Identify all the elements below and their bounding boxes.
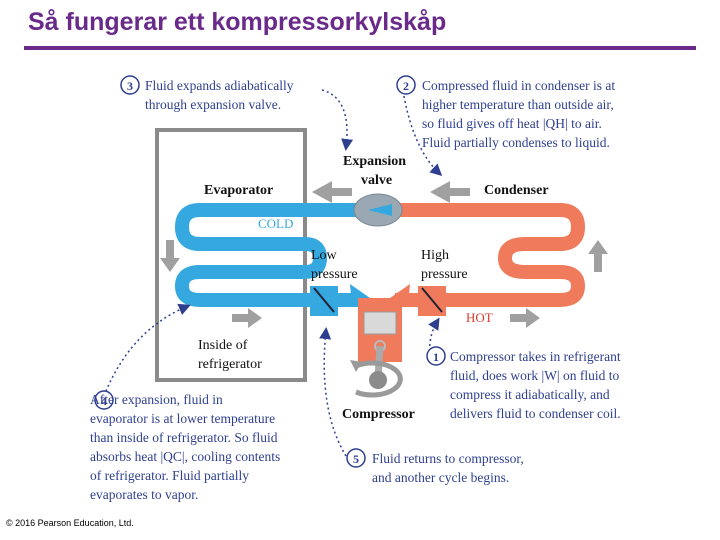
compressor-exhaust-manifold	[390, 284, 410, 306]
step-2-text-line1: Compressed fluid in condenser is at	[422, 78, 615, 93]
compressor-crankshaft	[369, 371, 387, 389]
step-2-badge: 2	[396, 75, 416, 95]
leader-step-5	[319, 327, 347, 457]
compressor-label: Compressor	[342, 407, 415, 422]
high-pressure-valve-mark	[421, 287, 443, 313]
step-5-text-line2: and another cycle begins.	[372, 470, 509, 485]
flow-arrow-up-condenser	[588, 240, 608, 272]
condenser-label: Condenser	[484, 183, 549, 198]
flow-arrow-to-compressor	[232, 308, 262, 328]
hot-label: HOT	[466, 310, 493, 325]
leader-step-2	[403, 95, 443, 177]
compressor-rotation-arrowhead	[350, 360, 362, 372]
high-pressure-label-line2: pressure	[421, 267, 468, 282]
step-3-text-line1: Fluid expands adiabatically	[145, 78, 294, 93]
flow-arrow-down-evaporator	[160, 240, 180, 272]
step-2-text-line3: so fluid gives off heat |QH| to air.	[422, 116, 602, 131]
step-4-text-line2: evaporator is at lower temperature	[90, 411, 275, 426]
flow-arrow-from-compressor	[510, 308, 540, 328]
flow-arrow-from-condenser	[430, 181, 470, 203]
compressor-intake-manifold	[350, 284, 370, 306]
step-4-badge: 4	[94, 390, 114, 410]
step-3-badge: 3	[120, 75, 140, 95]
step-5-number: 5	[353, 452, 359, 466]
step-1-badge: 1	[426, 346, 446, 366]
expansion-valve-label-line1: Expansion	[343, 154, 406, 169]
condenser-coil	[371, 203, 586, 307]
step-2-number: 2	[403, 79, 409, 93]
high-pressure-label-line1: High	[421, 248, 449, 263]
step-4-text-line3: than inside of refrigerator. So fluid	[90, 430, 278, 445]
evaporator-coil	[174, 203, 382, 307]
leader-step-4	[103, 303, 191, 397]
step-1-text-line4: delivers fluid to condenser coil.	[450, 406, 621, 421]
cold-label: COLD	[258, 216, 293, 231]
evaporator-label: Evaporator	[204, 183, 273, 198]
low-pressure-valve-mark	[313, 287, 335, 313]
step-1-text-line3: compress it adiabatically, and	[450, 387, 610, 402]
step-4-text-line1: After expansion, fluid in	[90, 392, 223, 407]
step-3-text-line2: through expansion valve.	[145, 97, 281, 112]
step-2-text-line4: Fluid partially condenses to liquid.	[422, 135, 610, 150]
expansion-valve-label-line2: valve	[361, 173, 392, 188]
flow-arrow-to-evaporator	[312, 181, 352, 203]
low-pressure-label-line1: Low	[311, 248, 338, 263]
copyright-notice: © 2016 Pearson Education, Ltd.	[6, 518, 134, 528]
step-5-badge: 5	[346, 448, 366, 468]
expansion-valve-nozzle	[368, 204, 392, 216]
step-4-text-line5: of refrigerator. Fluid partially	[90, 468, 249, 483]
refrigerator-box	[155, 128, 307, 382]
compressor-piston	[363, 311, 397, 335]
step-5-text-line1: Fluid returns to compressor,	[372, 451, 524, 466]
step-3-number: 3	[127, 79, 133, 93]
step-1-number: 1	[433, 350, 439, 364]
step-2-text-line2: higher temperature than outside air,	[422, 97, 614, 112]
step-4-text-line6: evaporates to vapor.	[90, 487, 198, 502]
page-title: Så fungerar ett kompressorkylskåp	[28, 8, 447, 36]
leader-step-3	[321, 89, 354, 151]
low-pressure-label-line2: pressure	[311, 267, 358, 282]
compressor-rotation-arrow	[355, 360, 403, 398]
step-1-text-line2: fluid, does work |W| on fluid to	[450, 368, 620, 383]
title-underline	[24, 46, 696, 50]
step-4-number: 4	[101, 394, 107, 408]
step-1-text-line1: Compressor takes in refrigerant	[450, 349, 621, 364]
inside-label-line1: Inside of	[198, 338, 248, 353]
inside-label-line2: refrigerator	[198, 357, 262, 372]
step-4-text-line4: absorbs heat |QC|, cooling contents	[90, 449, 280, 464]
